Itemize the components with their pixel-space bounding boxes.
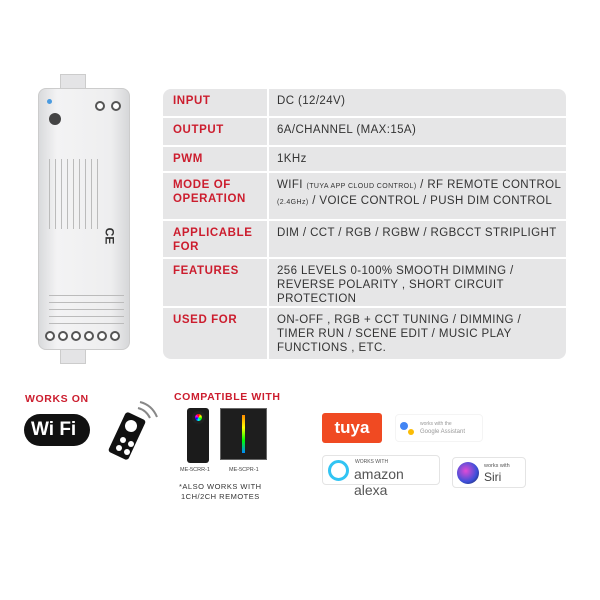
spec-row-mode: MODE OF OPERATION WIFI (TUYA APP CLOUD C…: [163, 173, 566, 219]
spec-label: OUTPUT: [163, 118, 269, 145]
spec-label: APPLICABLE FOR: [163, 221, 269, 257]
terminal: [111, 101, 121, 111]
works-on-title: WORKS ON: [25, 393, 89, 405]
terminal: [97, 331, 107, 341]
remote-model-label: ME-5CRR-1: [180, 467, 210, 473]
terminal: [84, 331, 94, 341]
tuya-logo: tuya: [322, 413, 382, 443]
terminal: [71, 331, 81, 341]
spec-row-output: OUTPUT 6A/CHANNEL (MAX:15A): [163, 118, 566, 145]
spec-value: 1KHz: [277, 153, 307, 165]
spec-value: DIM / CCT / RGB / RGBW / RGBCCT STRIPLIG…: [277, 227, 557, 239]
spec-row-used-for: USED FOR ON-OFF , RGB + CCT TUNING / DIM…: [163, 308, 566, 359]
wifi-logo: Wi Fi: [24, 414, 90, 446]
terminal: [110, 331, 120, 341]
spec-value: DC (12/24V): [277, 95, 346, 107]
ce-mark: CE: [102, 227, 117, 245]
spec-label: PWM: [163, 147, 269, 171]
spec-value: WIFI (TUYA APP CLOUD CONTROL) / RF REMOT…: [277, 179, 561, 207]
spec-value: ON-OFF , RGB + CCT TUNING / DIMMING / TI…: [277, 314, 522, 354]
label-print: [49, 159, 99, 229]
siri-badge: works with Siri: [452, 457, 526, 488]
spec-value: 256 LEVELS 0-100% SMOOTH DIMMING / REVER…: [277, 265, 514, 305]
amazon-alexa-badge: WORKS WITH amazon alexa: [322, 455, 440, 498]
spec-row-input: INPUT DC (12/24V): [163, 89, 566, 116]
spec-label: INPUT: [163, 89, 269, 116]
google-assistant-badge: works with the Google Assistant: [395, 414, 483, 442]
remote-image-5crr: [187, 408, 209, 463]
terminal: [58, 331, 68, 341]
remote-model-label: ME-5CPR-1: [229, 467, 259, 473]
remote-control-icon: [108, 401, 158, 460]
compatibility-note: *ALSO WORKS WITH: [179, 482, 262, 491]
button-icon: [49, 113, 61, 125]
spec-row-features: FEATURES 256 LEVELS 0-100% SMOOTH DIMMIN…: [163, 259, 566, 306]
compatibility-note: 1CH/2CH REMOTES: [181, 492, 260, 501]
output-table-print: [49, 289, 124, 324]
terminal: [95, 101, 105, 111]
spec-table: INPUT DC (12/24V) OUTPUT 6A/CHANNEL (MAX…: [163, 89, 566, 359]
terminal: [45, 331, 55, 341]
spec-label: MODE OF OPERATION: [163, 173, 269, 219]
compatible-with-title: COMPATIBLE WITH: [174, 391, 281, 403]
spec-label: USED FOR: [163, 308, 269, 359]
remote-image-5cpr: [220, 408, 267, 460]
led-indicator: [47, 99, 52, 104]
spec-row-pwm: PWM 1KHz: [163, 147, 566, 171]
spec-row-applicable: APPLICABLE FOR DIM / CCT / RGB / RGBW / …: [163, 221, 566, 257]
controller-device-image: CE: [38, 88, 130, 350]
spec-label: FEATURES: [163, 259, 269, 306]
spec-value: 6A/CHANNEL (MAX:15A): [277, 124, 417, 136]
